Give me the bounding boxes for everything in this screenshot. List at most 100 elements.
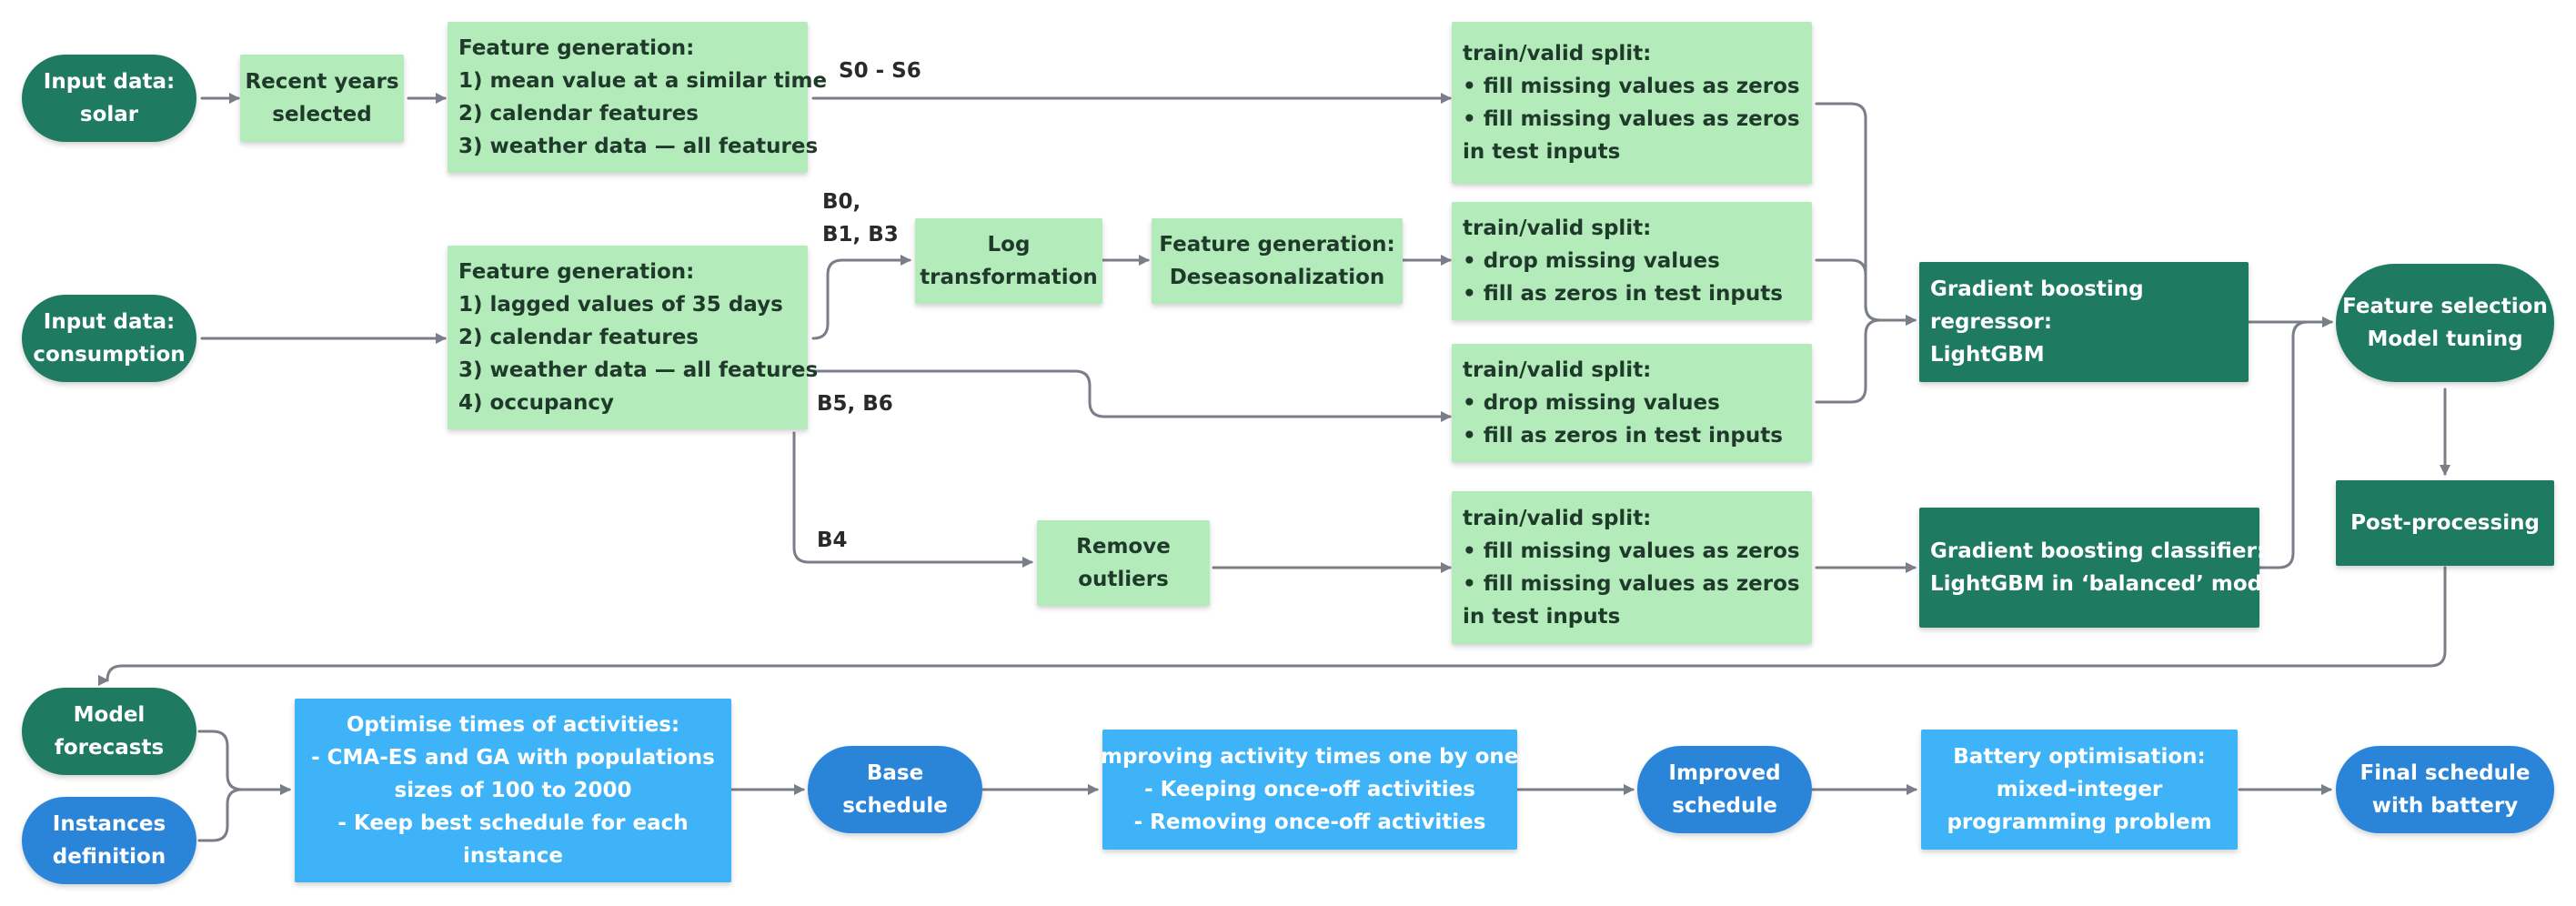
split-s-line-3: • fill missing values as zeros: [1463, 107, 1800, 131]
gb-regressor-line-2: regressor:: [1930, 310, 2053, 334]
improving-line-2: - Keeping once-off activities: [1144, 778, 1475, 801]
final-schedule-line-2: with battery: [2371, 794, 2519, 818]
split-s-node: train/valid split: • fill missing values…: [1452, 22, 1812, 184]
gb-regressor-node: Gradient boosting regressor: LightGBM: [1919, 262, 2249, 382]
feat-solar-line-1: Feature generation:: [458, 36, 695, 60]
instances-definition-node: Instances definition: [22, 797, 196, 884]
gb-classifier-line-2: LightGBM in ‘balanced’ mode: [1930, 572, 2277, 596]
recent-years-line-2: selected: [272, 103, 372, 126]
split-b0-line-2: • drop missing values: [1463, 249, 1720, 273]
arrow-instances-to-optimise: [197, 784, 291, 842]
improved-schedule-node: Improved schedule: [1637, 746, 1812, 833]
remove-outliers-node: Remove outliers: [1037, 520, 1210, 606]
arrow-forecasts-to-optimise: [197, 730, 291, 795]
input-solar-node: Input data: solar: [22, 55, 196, 142]
arrow-feat-to-remove: [792, 431, 1033, 568]
log-line-1: Log: [987, 233, 1031, 257]
split-b5-line-2: • drop missing values: [1463, 391, 1720, 415]
remove-outliers-line-1: Remove: [1076, 535, 1171, 559]
feat-consumption-line-4: 3) weather data — all features: [458, 358, 819, 382]
post-processing-node: Post-processing: [2336, 480, 2554, 566]
input-consumption-node: Input data: consumption: [22, 295, 196, 382]
final-schedule-node: Final schedule with battery: [2336, 746, 2554, 833]
optimise-line-3: sizes of 100 to 2000: [394, 779, 632, 802]
split-s-line-2: • fill missing values as zeros: [1463, 75, 1800, 98]
feature-generation-solar-node: Feature generation: 1) mean value at a s…: [448, 22, 827, 173]
gb-regressor-line-1: Gradient boosting: [1930, 277, 2144, 301]
split-b4-node: train/valid split: • fill missing values…: [1452, 491, 1812, 644]
base-schedule-line-1: Base: [866, 761, 924, 785]
instances-definition-line-2: definition: [52, 845, 166, 869]
arrow-classifier-to-feature-selection: [2258, 317, 2333, 569]
base-schedule-node: Base schedule: [808, 746, 982, 833]
split-s-line-1: train/valid split:: [1463, 42, 1652, 65]
feature-selection-node: Feature selection Model tuning: [2336, 264, 2554, 382]
deseason-line-2: Deseasonalization: [1169, 266, 1385, 289]
edge-label-b1-b3: B1, B3: [822, 223, 899, 247]
feature-generation-consumption-node: Feature generation: 1) lagged values of …: [448, 246, 818, 429]
base-schedule-line-2: schedule: [842, 794, 948, 818]
final-schedule-line-1: Final schedule: [2360, 761, 2531, 785]
recent-years-node: Recent years selected: [240, 55, 404, 142]
gb-classifier-line-1: Gradient boosting classifier:: [1930, 539, 2266, 563]
deseason-line-1: Feature generation:: [1159, 233, 1395, 257]
input-consumption-line-2: consumption: [33, 343, 186, 367]
edge-label-b5-b6: B5, B6: [817, 392, 893, 416]
remove-outliers-line-2: outliers: [1078, 568, 1169, 591]
instances-definition-line-1: Instances: [52, 812, 166, 836]
gb-classifier-node: Gradient boosting classifier: LightGBM i…: [1919, 508, 2277, 628]
feature-selection-line-1: Feature selection: [2342, 295, 2548, 318]
split-b4-line-3: • fill missing values as zeros: [1463, 572, 1800, 596]
feat-consumption-line-5: 4) occupancy: [458, 391, 614, 415]
recent-years-line-1: Recent years: [245, 70, 399, 94]
split-b0-node: train/valid split: • drop missing values…: [1452, 202, 1812, 320]
feat-consumption-line-2: 1) lagged values of 35 days: [458, 293, 783, 317]
arrow-feat-to-split-b5: [811, 369, 1452, 422]
improved-schedule-line-1: Improved: [1668, 761, 1781, 785]
arrow-split-b0-to-regressor: [1815, 258, 1917, 326]
arrow-post-to-forecasts: [102, 566, 2447, 682]
optimise-line-4: - Keep best schedule for each: [337, 811, 689, 835]
edge-label-b0: B0,: [822, 190, 861, 214]
improved-schedule-line-2: schedule: [1672, 794, 1777, 818]
optimise-line-2: - CMA-ES and GA with populations: [311, 746, 715, 770]
battery-optimisation-node: Battery optimisation: mixed-integer prog…: [1921, 730, 2238, 850]
log-line-2: transformation: [920, 266, 1098, 289]
feat-solar-line-3: 2) calendar features: [458, 102, 699, 126]
feature-selection-line-2: Model tuning: [2367, 327, 2523, 351]
post-processing-line-1: Post-processing: [2350, 511, 2540, 535]
optimise-line-1: Optimise times of activities:: [346, 713, 680, 737]
model-forecasts-line-1: Model: [73, 703, 146, 727]
split-b5-node: train/valid split: • drop missing values…: [1452, 344, 1812, 462]
deseasonalization-node: Feature generation: Deseasonalization: [1152, 218, 1403, 304]
arrow-feat-to-log: [811, 255, 911, 340]
log-transformation-node: Log transformation: [915, 218, 1102, 304]
input-solar-line-2: solar: [79, 103, 139, 126]
feat-solar-line-4: 3) weather data — all features: [458, 135, 819, 158]
input-solar-line-1: Input data:: [43, 70, 176, 94]
arrow-split-b5-to-regressor: [1815, 315, 1917, 404]
battery-line-1: Battery optimisation:: [1953, 745, 2206, 769]
feat-consumption-line-1: Feature generation:: [458, 260, 695, 284]
gb-regressor-line-3: LightGBM: [1930, 343, 2045, 367]
optimise-line-5: instance: [462, 844, 564, 868]
optimise-node: Optimise times of activities: - CMA-ES a…: [295, 699, 731, 882]
input-consumption-line-1: Input data:: [43, 310, 176, 334]
split-b4-line-1: train/valid split:: [1463, 507, 1652, 530]
battery-line-2: mixed-integer: [1996, 778, 2163, 801]
improving-node: Improving activity times one by one: - K…: [1092, 730, 1527, 850]
split-b5-line-3: • fill as zeros in test inputs: [1463, 424, 1783, 448]
split-s-line-4: in test inputs: [1463, 140, 1621, 164]
improving-line-3: - Removing once-off activities: [1133, 810, 1486, 834]
battery-line-3: programming problem: [1947, 810, 2212, 834]
split-b0-line-1: train/valid split:: [1463, 216, 1652, 240]
edge-label-s0-s6: S0 - S6: [839, 59, 921, 83]
model-forecasts-line-2: forecasts: [54, 736, 165, 760]
improving-line-1: Improving activity times one by one:: [1092, 745, 1527, 769]
feat-solar-line-2: 1) mean value at a similar time: [458, 69, 828, 93]
feat-consumption-line-3: 2) calendar features: [458, 326, 699, 349]
split-b0-line-3: • fill as zeros in test inputs: [1463, 282, 1783, 306]
edge-label-b4: B4: [817, 528, 848, 552]
split-b5-line-1: train/valid split:: [1463, 358, 1652, 382]
